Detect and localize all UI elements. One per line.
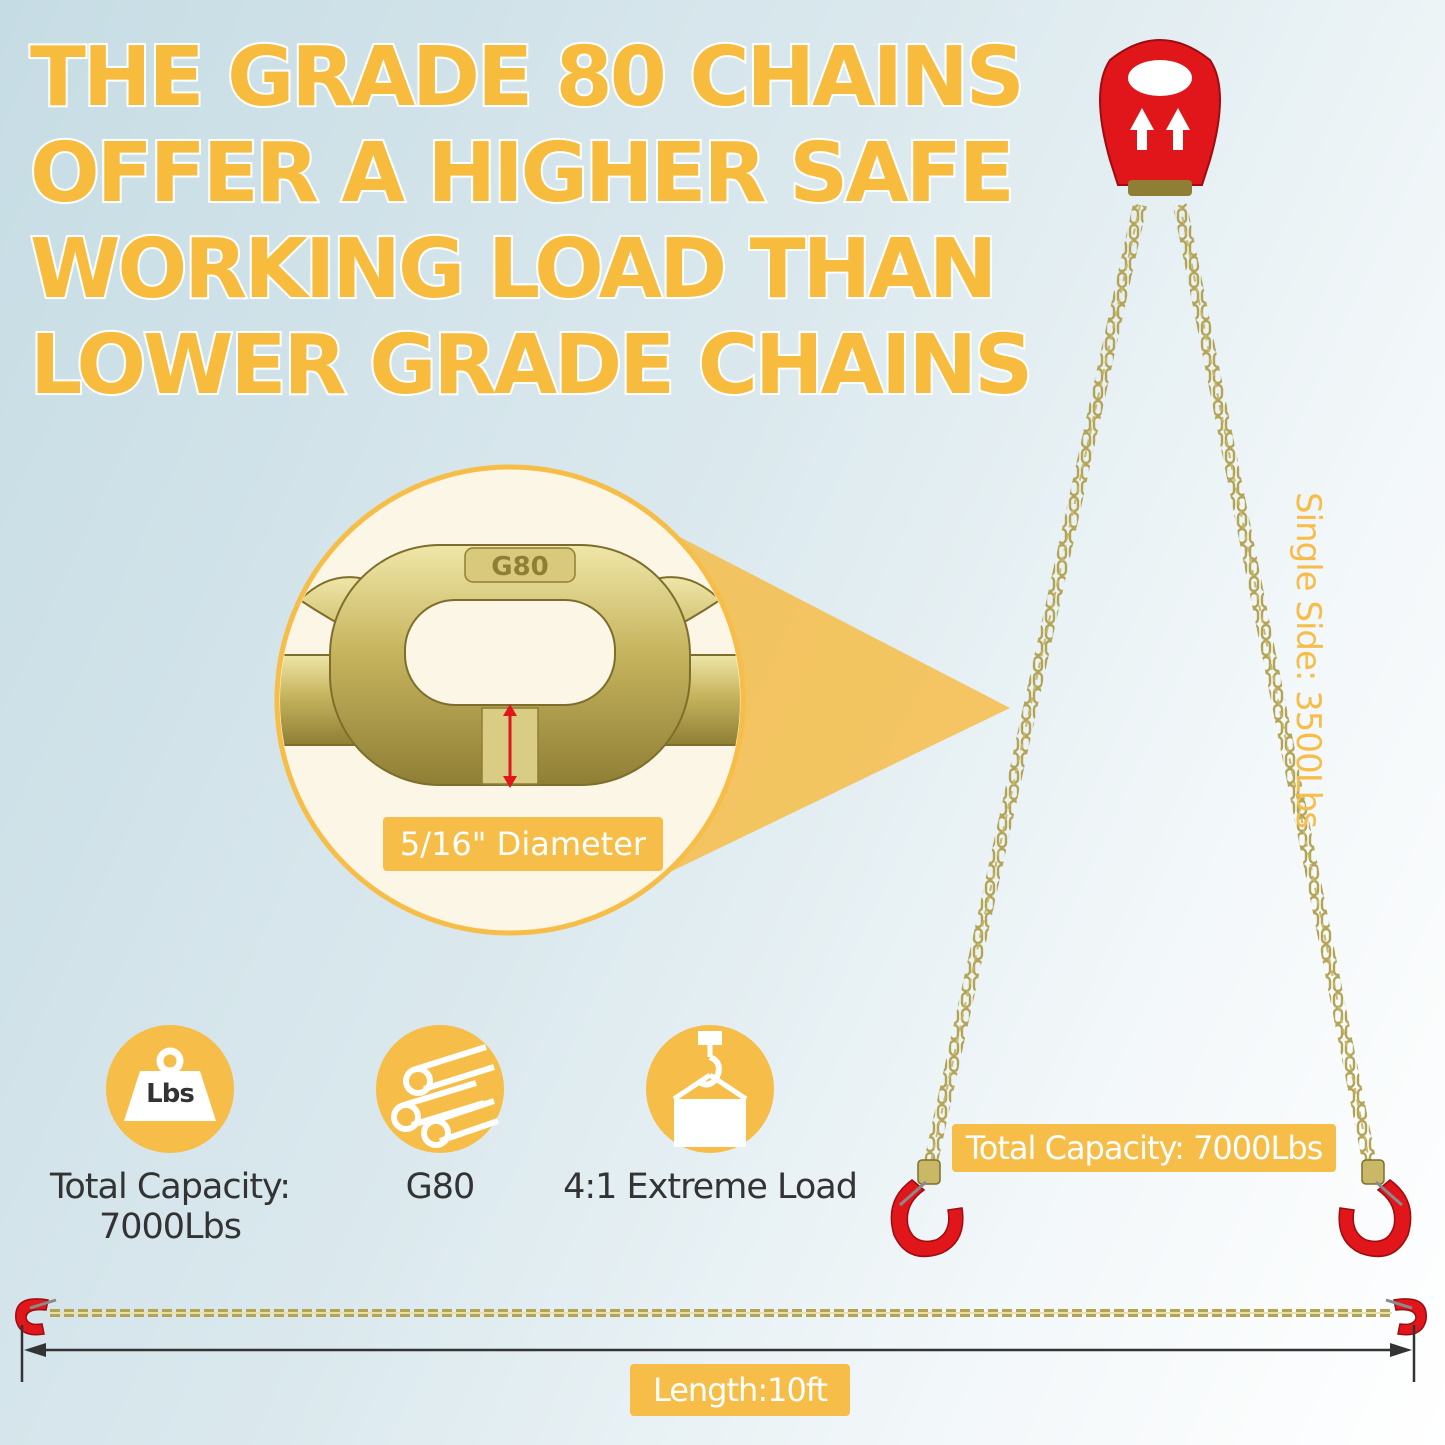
- feature-caption-line: 7000Lbs: [98, 1207, 242, 1247]
- feature-caption: G80: [405, 1167, 476, 1207]
- headline-line: THE GRADE 80 CHAINS: [28, 28, 1027, 127]
- weight-icon-label: Lbs: [146, 1079, 195, 1109]
- feature-grade: G80: [340, 1025, 540, 1207]
- length-dimension-line: [20, 1325, 1416, 1382]
- zoom-circle: [274, 464, 746, 936]
- feature-caption-line: Total Capacity:: [49, 1167, 291, 1207]
- total-capacity-label: Total Capacity: 7000Lbs: [952, 1124, 1336, 1172]
- diameter-label: 5/16" Diameter: [383, 817, 663, 871]
- headline: THE GRADE 80 CHAINS OFFER A HIGHER SAFE …: [28, 28, 1070, 415]
- right-hook-icon: [1338, 1159, 1412, 1258]
- headline-line: WORKING LOAD THAN: [28, 220, 999, 319]
- two-leg-sling: [890, 39, 1412, 1258]
- horizontal-chain: [15, 1298, 1427, 1336]
- length-label: Length:10ft: [630, 1364, 850, 1416]
- feature-caption: 4:1 Extreme Load: [563, 1167, 858, 1207]
- master-link-icon: [1099, 39, 1221, 196]
- left-end-hook-icon: [15, 1298, 57, 1336]
- feature-extreme-load: 4:1 Extreme Load: [560, 1025, 860, 1207]
- feature-capacity: Lbs Total Capacity: 7000Lbs: [40, 1025, 300, 1247]
- headline-line: LOWER GRADE CHAINS: [28, 316, 1035, 415]
- weight-icon: Lbs: [106, 1025, 234, 1153]
- headline-line: OFFER A HIGHER SAFE: [28, 124, 1017, 223]
- single-side-label: Single Side: 3500Lbs: [1288, 492, 1328, 828]
- left-hook-icon: [890, 1159, 964, 1258]
- feature-caption: Total Capacity: 7000Lbs: [40, 1167, 300, 1247]
- pipes-icon: [376, 1025, 504, 1153]
- link-stamp: G80: [491, 552, 549, 582]
- right-end-hook-icon: [1385, 1298, 1427, 1336]
- crane-hook-icon: [646, 1025, 774, 1153]
